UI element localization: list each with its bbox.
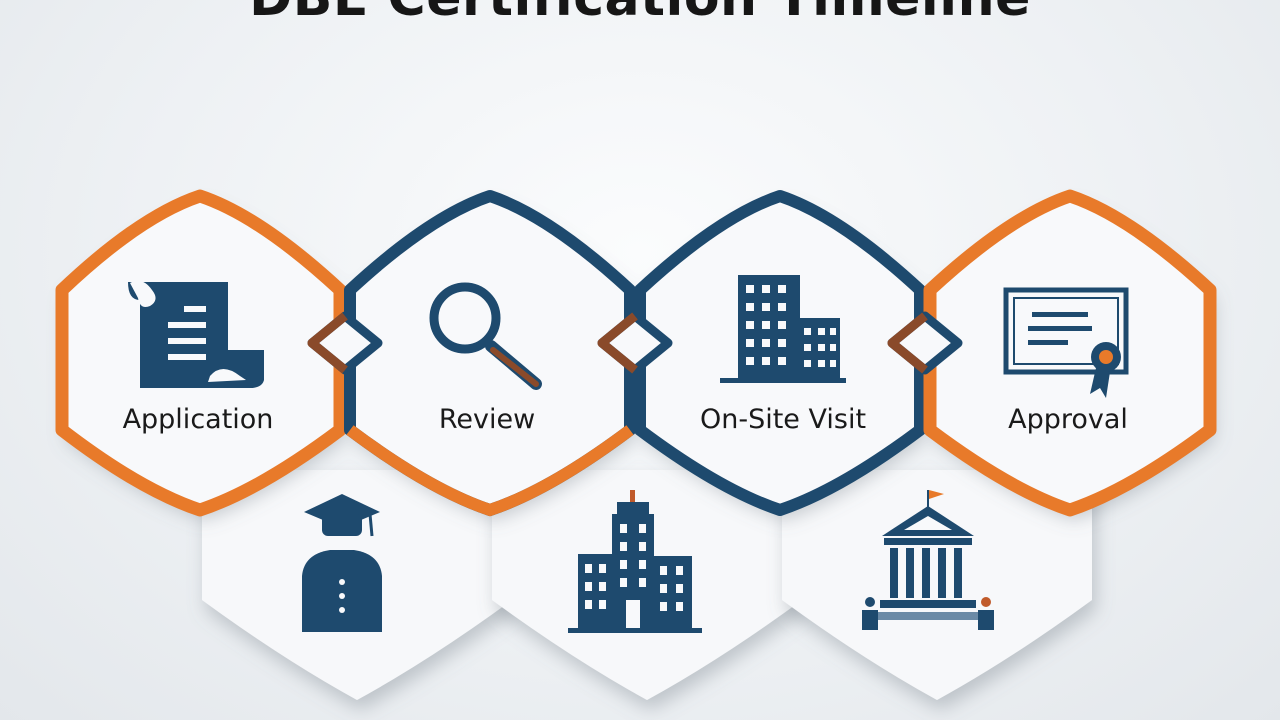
office-building-icon <box>720 275 846 383</box>
step-outline-3 <box>634 190 926 516</box>
magnifying-glass-icon <box>429 282 542 390</box>
step-label-on-site-visit: On-Site Visit <box>699 404 867 435</box>
step-outline-2-lower <box>346 425 634 517</box>
graduate-person-icon <box>302 494 382 632</box>
page-title: DBE Certification Timeline <box>0 0 1280 28</box>
government-building-icon <box>862 490 994 630</box>
connector-2 <box>597 311 673 375</box>
step-label-review: Review <box>438 404 536 435</box>
step-label-application: Application <box>122 404 274 435</box>
step-label-approval: Approval <box>1008 404 1128 435</box>
step-outline-1 <box>55 189 347 517</box>
connector-1 <box>307 311 383 375</box>
step-outline-4 <box>923 189 1217 517</box>
city-building-icon <box>568 490 702 633</box>
certificate-icon <box>1003 287 1129 398</box>
connector-3 <box>887 311 963 375</box>
lower-shield-3 <box>782 470 1092 700</box>
scroll-document-icon <box>128 280 264 388</box>
